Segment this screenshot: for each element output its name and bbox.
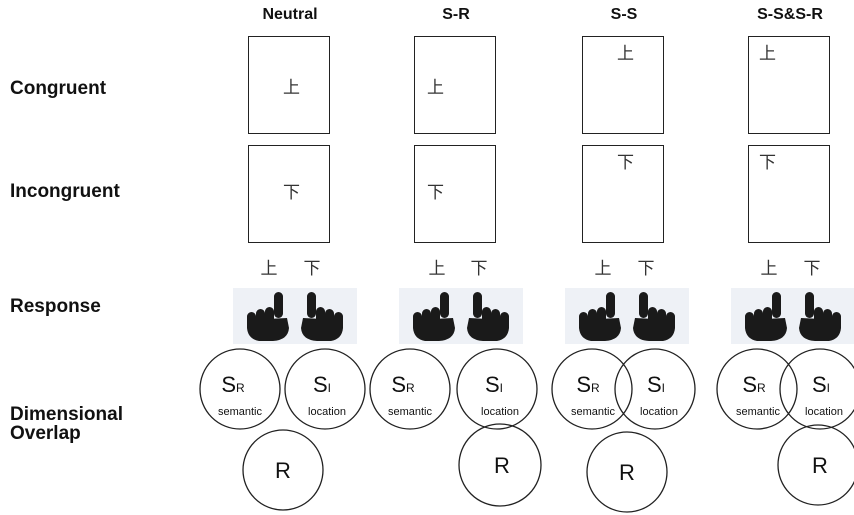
circle-r-label: R (275, 458, 291, 483)
circle-si-s-s (614, 348, 696, 430)
response-down-char: 下 (637, 259, 655, 279)
stimulus-box-s-r-incongruent: 下 (414, 145, 496, 243)
stimulus-down-char: 下 (759, 153, 776, 173)
stimulus-down-char: 下 (617, 153, 634, 173)
response-down-char: 下 (803, 259, 821, 279)
response-panel-s-s-s-r (731, 288, 854, 344)
left-hand-pointing-icon (579, 292, 621, 341)
circle-location-label: location (805, 406, 843, 418)
left-hand-pointing-icon (745, 292, 787, 341)
stimulus-up-char: 上 (759, 44, 776, 64)
row-label-congruent: Congruent (10, 78, 107, 99)
left-hand-pointing-icon (413, 292, 455, 341)
stimulus-up-char: 上 (283, 78, 300, 98)
response-up-char: 上 (760, 259, 778, 279)
circle-r-s-s (586, 431, 668, 513)
stimulus-up-char: 上 (427, 78, 444, 98)
right-hand-pointing-icon (467, 292, 509, 341)
circle-si-label: SI (485, 372, 503, 397)
stimulus-box-s-r-congruent: 上 (414, 36, 496, 134)
circle-si-label: SI (647, 372, 665, 397)
row-label-incongruent: Incongruent (10, 181, 120, 202)
circle-sr-neutral (199, 348, 281, 430)
stimulus-box-s-s-congruent: 上 (582, 36, 664, 134)
stimulus-down-char: 下 (427, 183, 444, 203)
right-hand-pointing-icon (301, 292, 343, 341)
circle-r-s-r (458, 423, 542, 507)
row-label-overlap: Overlap (10, 423, 81, 444)
column-header-s-s-s-r: S-S&S-R (757, 6, 823, 23)
circle-sr-label: SR (576, 372, 600, 397)
response-up-char: 上 (260, 259, 278, 279)
response-panel-neutral (233, 288, 357, 344)
circle-semantic-label: semantic (218, 406, 263, 418)
column-header-s-s: S-S (610, 6, 638, 23)
stimulus-up-char: 上 (617, 44, 634, 64)
response-down-char: 下 (303, 259, 321, 279)
circle-semantic-label: semantic (388, 406, 433, 418)
column-header-neutral: Neutral (262, 6, 318, 23)
row-label-response: Response (10, 296, 101, 317)
circle-si-neutral (284, 348, 366, 430)
row-label-dimensional: Dimensional (10, 404, 123, 425)
circle-r-s-s-s-r (777, 424, 854, 506)
circle-sr-label: SR (742, 372, 766, 397)
response-panel-s-s (565, 288, 689, 344)
circle-si-s-s-s-r (779, 348, 854, 430)
stimulus-box-s-s-s-r-congruent: 上 (748, 36, 830, 134)
circle-r-label: R (619, 460, 635, 485)
circle-r-neutral (242, 429, 324, 511)
column-header-s-r: S-R (442, 6, 470, 23)
circle-si-label: SI (313, 372, 331, 397)
circle-sr-s-s-s-r (716, 348, 798, 430)
circle-si-s-r (456, 348, 538, 430)
response-panel-s-r (399, 288, 523, 344)
circle-si-label: SI (812, 372, 830, 397)
circle-semantic-label: semantic (571, 406, 616, 418)
circle-sr-label: SR (391, 372, 415, 397)
circle-semantic-label: semantic (736, 406, 781, 418)
left-hand-pointing-icon (247, 292, 289, 341)
right-hand-pointing-icon (799, 292, 841, 341)
circle-location-label: location (481, 406, 519, 418)
circle-r-label: R (812, 453, 828, 478)
response-down-char: 下 (470, 259, 488, 279)
response-up-char: 上 (594, 259, 612, 279)
circle-sr-s-r (369, 348, 451, 430)
circle-location-label: location (308, 406, 346, 418)
stimulus-box-s-s-incongruent: 下 (582, 145, 664, 243)
circle-sr-label: SR (221, 372, 245, 397)
stimulus-down-char: 下 (283, 183, 300, 203)
response-up-char: 上 (428, 259, 446, 279)
stimulus-box-neutral-congruent: 上 (248, 36, 330, 134)
circle-sr-s-s (551, 348, 633, 430)
stimulus-box-neutral-incongruent: 下 (248, 145, 330, 243)
stimulus-box-s-s-s-r-incongruent: 下 (748, 145, 830, 243)
right-hand-pointing-icon (633, 292, 675, 341)
circle-r-label: R (494, 453, 510, 478)
circle-location-label: location (640, 406, 678, 418)
